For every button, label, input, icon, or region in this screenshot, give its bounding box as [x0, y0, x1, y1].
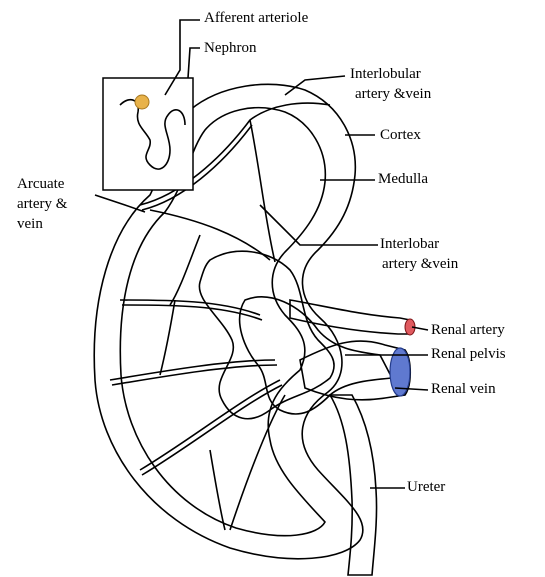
label-renal-artery: Renal artery [431, 322, 505, 339]
label-arcuate-3: vein [17, 216, 43, 233]
label-interlobular-1: Interlobular [350, 66, 421, 83]
label-renal-pelvis: Renal pelvis [431, 346, 506, 363]
label-interlobar-1: Interlobar [380, 236, 439, 253]
label-renal-vein: Renal vein [431, 381, 496, 398]
label-arcuate-1: Arcuate [17, 176, 64, 193]
leader-arcuate [95, 195, 145, 212]
label-medulla: Medulla [378, 171, 428, 188]
label-arcuate-2: artery & [17, 196, 67, 213]
label-interlobar-2: artery &vein [382, 256, 458, 273]
glomerulus [135, 95, 149, 109]
label-ureter: Ureter [407, 479, 445, 496]
leader-nephron [188, 48, 200, 78]
nephron-inset [103, 78, 193, 190]
label-cortex: Cortex [380, 127, 421, 144]
leader-interlobar [260, 205, 378, 245]
label-nephron: Nephron [204, 40, 257, 57]
leader-interlobular [285, 76, 345, 95]
renal-artery [290, 300, 410, 334]
label-interlobular-2: artery &vein [355, 86, 431, 103]
ureter [330, 395, 377, 575]
label-afferent-arteriole: Afferent arteriole [204, 10, 308, 27]
